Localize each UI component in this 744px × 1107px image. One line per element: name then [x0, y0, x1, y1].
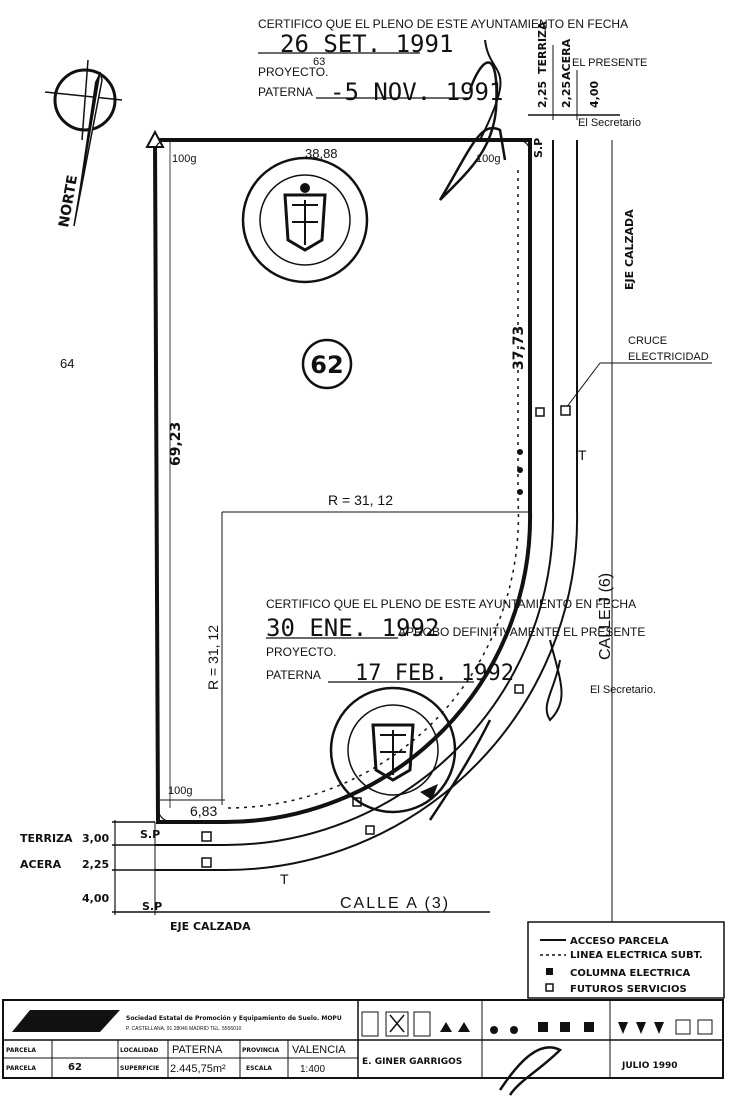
sp-label-top: S.P [140, 828, 160, 841]
dim-radius-h: R = 31, 12 [328, 492, 393, 508]
stamp-top-paterna: PATERNA [258, 85, 313, 99]
stamp-mid-approval: APROBO DEFINITIVAMENTE EL PRESENTE [398, 625, 645, 639]
tb-autor: E. GINER GARRIGOS [362, 1057, 462, 1067]
tb-parcela-label-2: PARCELA [6, 1065, 36, 1072]
label-acera-value: 2,25 [82, 858, 109, 871]
tb-escala: 1:400 [300, 1064, 325, 1075]
seal-top [241, 156, 369, 284]
stamp-mid-proyecto: PROYECTO. [266, 645, 336, 659]
stamp-top-date2: -5 NOV. 1991 [330, 78, 503, 106]
sp-top-label: S.P [532, 138, 545, 158]
stamp-top-date1: 26 SET. 1991 [280, 30, 453, 58]
stamp-top-proyecto: PROYECTO. [258, 65, 328, 79]
corner-angle-bl: 100g [168, 785, 192, 797]
parcel-number-circle [301, 338, 353, 390]
tb-parcela-label: PARCELA [6, 1047, 36, 1054]
seal-bottom [329, 686, 457, 814]
eje-calzada-right: EJE CALZADA [623, 209, 636, 290]
stamp-mid-line1: CERTIFICO QUE EL PLENO DE ESTE AYUNTAMIE… [266, 597, 636, 611]
tb-localidad: PATERNA [172, 1044, 223, 1056]
sp-label-bottom: S.P [142, 900, 162, 913]
stamp-mid-date1: 30 ENE. 1992 [266, 614, 439, 642]
tb-superficie: 2.445,75m² [170, 1063, 226, 1075]
dim-right: 37,73 [511, 326, 527, 370]
calle-right-label: CALLE J (6) [597, 573, 614, 660]
corner-angle-tr: 100g [476, 153, 500, 165]
stamp-mid: CERTIFICO QUE EL PLENO DE ESTE AYUNTAMIE… [266, 597, 656, 696]
label-terriza-value: 3,00 [82, 832, 109, 845]
dim-radius-v: R = 31, 12 [205, 625, 221, 690]
tb-localidad-label: LOCALIDAD [120, 1047, 158, 1054]
dim-col1-label: TERRIZA [536, 21, 549, 74]
tb-superficie-label: SUPERFICIE [120, 1065, 159, 1072]
dim-col3: 4,00 [588, 81, 601, 108]
title-block: Sociedad Estatal de Promoción y Equipami… [2, 999, 724, 1096]
t-mark-2: T [280, 871, 289, 887]
tb-parcela: 62 [68, 1062, 82, 1073]
label-acera: ACERA [20, 858, 62, 871]
north-label: NORTE [56, 174, 81, 229]
legend: ACCESO PARCELA LINEA ELECTRICA SUBT. COL… [527, 921, 725, 999]
label-terriza: TERRIZA [20, 832, 73, 845]
calle-bottom-label: CALLE A (3) [340, 895, 450, 912]
stamp-top-presente: EL PRESENTE [572, 57, 647, 69]
cruce-label-1: CRUCE [628, 335, 667, 347]
dim-top: 38,88 [305, 146, 338, 161]
dim-bottom-short: 6,83 [190, 803, 217, 819]
dim-col2: 2,25 [560, 81, 573, 108]
neighbor-number: 64 [60, 356, 74, 371]
legend-item-2: COLUMNA ELECTRICA [570, 968, 690, 979]
tb-provincia-label: PROVINCIA [242, 1047, 279, 1054]
legend-item-1: LINEA ELECTRICA SUBT. [570, 950, 703, 961]
stamp-top-secretario: El Secretario [578, 117, 641, 129]
parcel-boundary [145, 129, 533, 824]
stamp-top-line1: CERTIFICO QUE EL PLENO DE ESTE AYUNTAMIE… [258, 17, 628, 31]
stamp-mid-secretario: El Secretario. [590, 684, 656, 696]
title-org-sub: P. CASTELLANA, 91 28046 MADRID TEL. 5556… [126, 1026, 242, 1032]
dim-left: 69,23 [168, 422, 184, 466]
cruce-label-2: ELECTRICIDAD [628, 351, 709, 363]
tb-escala-label: ESCALA [246, 1065, 272, 1072]
label-calzada-value: 4,00 [82, 892, 109, 905]
stamp-mid-paterna: PATERNA [266, 668, 321, 682]
street-lines [112, 140, 613, 935]
tb-fecha: JULIO 1990 [621, 1061, 678, 1071]
legend-item-0: ACCESO PARCELA [570, 936, 669, 947]
dim-col2-label: ACERA [560, 38, 573, 80]
parcel-number: 62 [310, 351, 343, 379]
legend-item-3: FUTUROS SERVICIOS [570, 984, 687, 995]
stamp-top-ref: 63 [313, 56, 325, 68]
t-mark-1: T [578, 447, 587, 463]
corner-angle-tl: 100g [172, 153, 196, 165]
title-org: Sociedad Estatal de Promoción y Equipami… [126, 1015, 342, 1022]
tb-provincia: VALENCIA [292, 1044, 346, 1056]
sepes-logo [12, 1010, 120, 1032]
north-arrow [44, 59, 123, 227]
stamp-top: CERTIFICO QUE EL PLENO DE ESTE AYUNTAMIE… [258, 17, 647, 129]
eje-calzada-bottom: EJE CALZADA [170, 920, 251, 933]
dim-col1: 2,25 [536, 81, 549, 108]
